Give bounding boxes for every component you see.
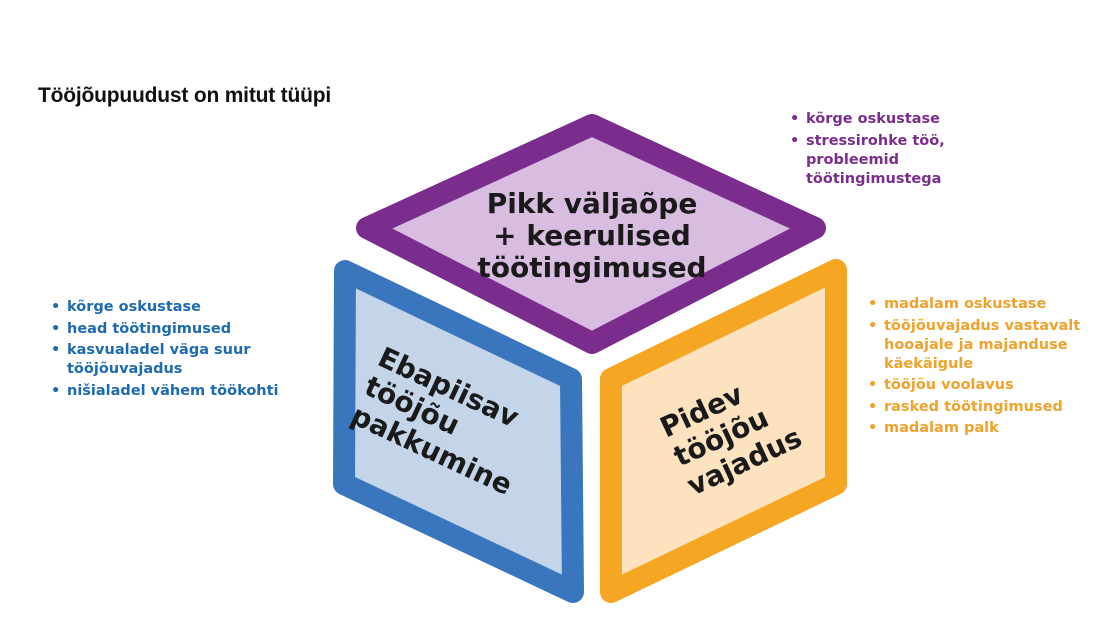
- list-item: kõrge oskustase: [49, 298, 339, 317]
- list-item: madalam palk: [866, 419, 1106, 438]
- top-label-line: töötingimused: [477, 251, 706, 284]
- top-face-label: Pikk väljaõpe + keerulised töötingimused: [477, 187, 706, 284]
- purple-bullet-list: kõrge oskustase stressirohke töö, proble…: [788, 110, 1038, 191]
- list-item: stressirohke töö, probleemid töötingimus…: [788, 132, 1038, 189]
- right-face: [600, 259, 847, 603]
- list-item: madalam oskustase: [866, 295, 1106, 314]
- list-item: rasked töötingimused: [866, 398, 1106, 417]
- orange-bullet-list: madalam oskustase tööjõuvajadus vastaval…: [866, 295, 1106, 441]
- list-item: nišialadel vähem töökohti: [49, 382, 339, 401]
- top-face: [356, 114, 826, 354]
- top-label-line: + keerulised: [493, 219, 691, 252]
- list-item: kasvualadel väga suur tööjõuvajadus: [49, 341, 339, 379]
- list-item: tööjõuvajadus vastavalt hooajale ja maja…: [866, 317, 1106, 374]
- top-label-line: Pikk väljaõpe: [487, 187, 698, 220]
- left-face: [333, 260, 584, 603]
- list-item: tööjõu voolavus: [866, 376, 1106, 395]
- list-item: kõrge oskustase: [788, 110, 1038, 129]
- list-item: head töötingimused: [49, 320, 339, 339]
- page-title: Tööjõupuudust on mitut tüüpi: [38, 84, 331, 107]
- blue-bullet-list: kõrge oskustase head töötingimused kasvu…: [49, 298, 339, 403]
